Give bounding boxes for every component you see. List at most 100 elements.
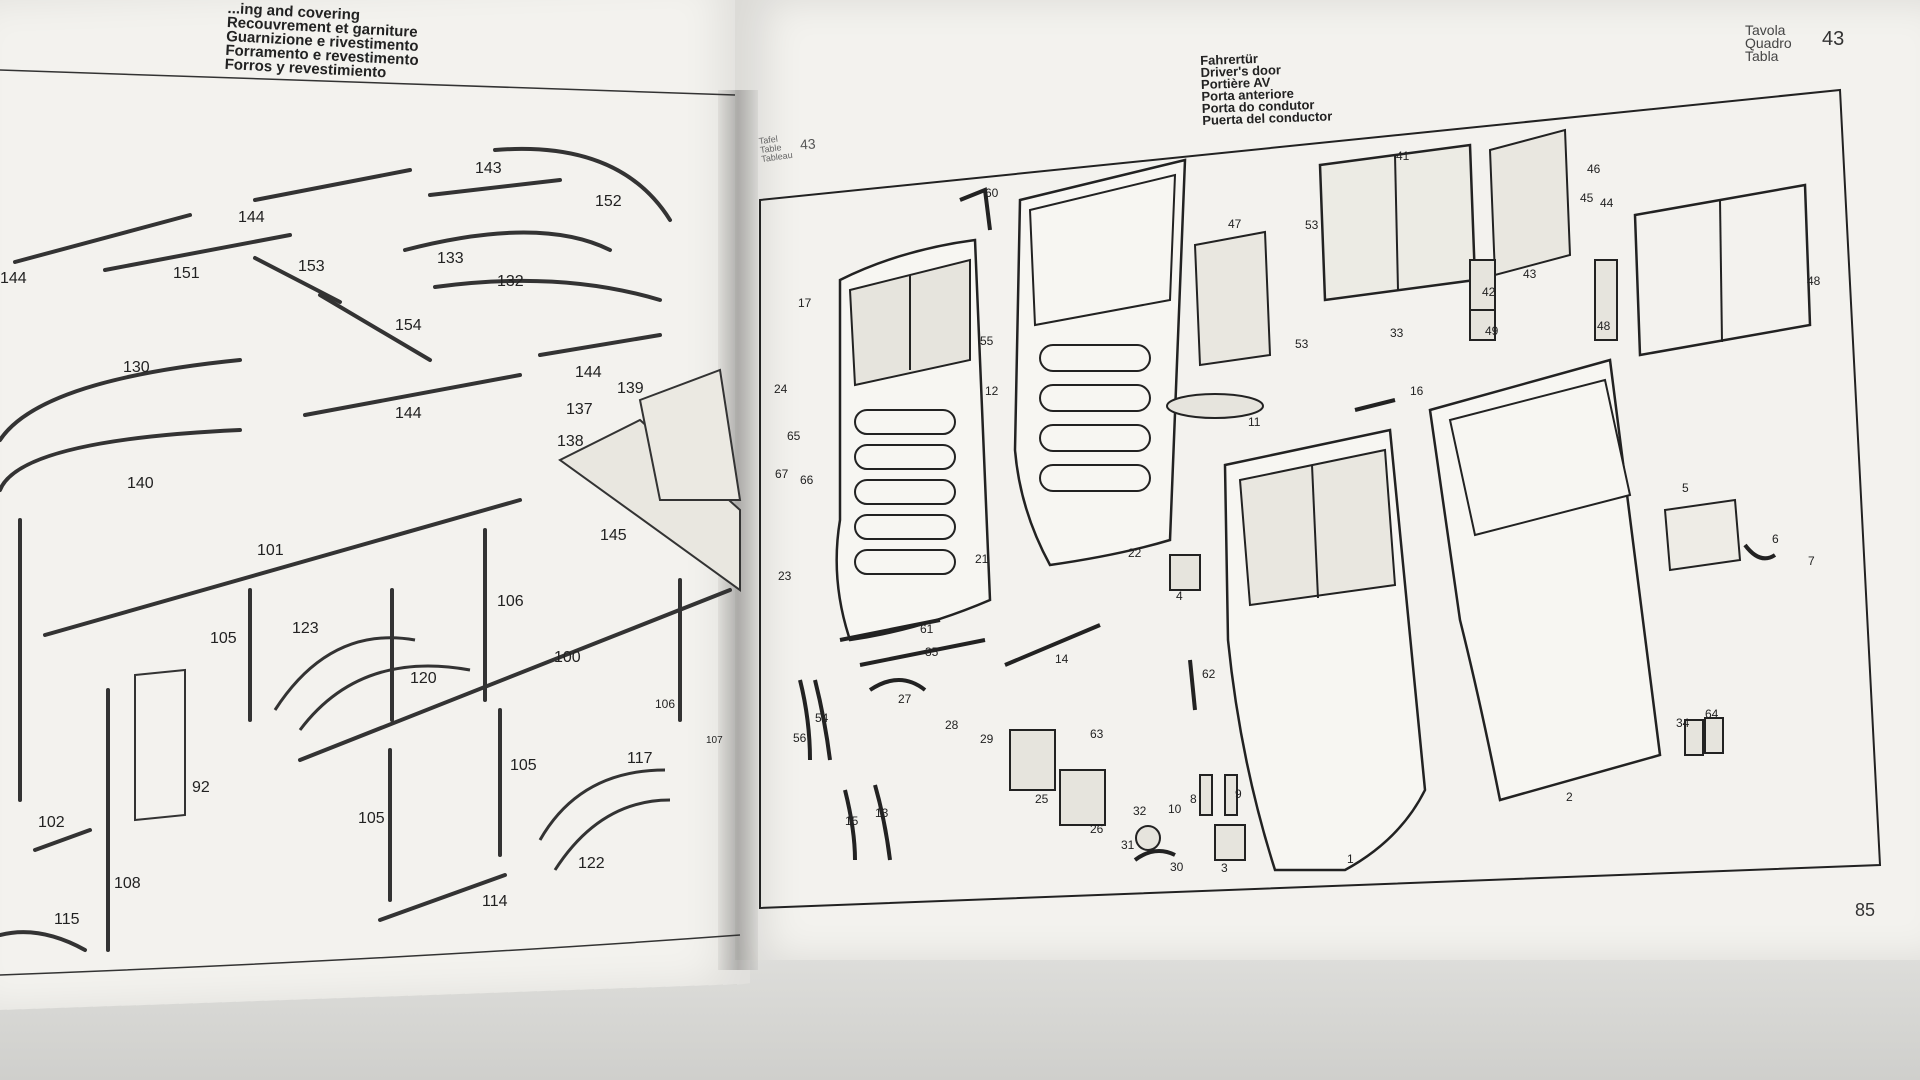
part-number-label: 62 bbox=[1202, 667, 1216, 681]
part-number-label: 105 bbox=[358, 810, 385, 827]
part-number-label: 24 bbox=[774, 382, 788, 396]
part-number-label: 115 bbox=[54, 911, 80, 928]
part-number-label: 144 bbox=[395, 405, 422, 422]
part-number-label: 33 bbox=[1390, 326, 1404, 340]
part-number-label: 61 bbox=[920, 622, 934, 636]
plate-label-line: Quadro bbox=[1745, 35, 1792, 51]
part-number-label: 46 bbox=[1587, 162, 1601, 176]
part-number-label: 7 bbox=[1808, 554, 1815, 568]
part-number-label: 100 bbox=[554, 649, 581, 666]
part-number-label: 34 bbox=[1676, 716, 1690, 730]
part-number-label: 140 bbox=[127, 475, 154, 492]
part-number-label: 108 bbox=[114, 875, 141, 892]
part-number-label: 54 bbox=[815, 711, 829, 725]
part-number-label: 152 bbox=[595, 193, 622, 210]
part-number-label: 48 bbox=[1597, 319, 1611, 333]
part-number-label: 56 bbox=[793, 731, 807, 745]
part-number-label: 49 bbox=[1485, 324, 1499, 338]
part-number-label: 4 bbox=[1176, 589, 1183, 603]
part-number-label: 6 bbox=[1772, 532, 1779, 546]
part-number-label: 42 bbox=[1482, 285, 1496, 299]
part-number-label: 63 bbox=[1090, 727, 1104, 741]
part-number-label: 153 bbox=[298, 258, 325, 275]
part-number-label: 107 bbox=[706, 735, 723, 746]
part-number-label: 114 bbox=[482, 893, 508, 910]
part-number-label: 45 bbox=[1580, 191, 1594, 205]
part-number-label: 53 bbox=[1305, 218, 1319, 232]
part-number-label: 29 bbox=[980, 732, 994, 746]
part-number-label: 138 bbox=[557, 433, 584, 450]
part-number-label: 154 bbox=[395, 317, 422, 334]
part-number-label: 133 bbox=[437, 250, 464, 267]
part-number-label: 13 bbox=[875, 806, 889, 820]
part-number-label: 11 bbox=[1248, 415, 1261, 429]
right-page-header: Fahrertür Driver's door Portière AV Port… bbox=[1200, 50, 1333, 128]
part-number-label: 35 bbox=[925, 645, 939, 659]
part-number-label: 106 bbox=[655, 697, 675, 711]
part-number-label: 145 bbox=[600, 527, 627, 544]
part-number-label: 139 bbox=[617, 380, 644, 397]
part-number-label: 8 bbox=[1190, 792, 1197, 806]
part-number-label: 30 bbox=[1170, 860, 1184, 874]
part-number-label: 101 bbox=[257, 542, 284, 559]
page-number: 85 bbox=[1855, 900, 1876, 920]
left-part-labels: 144 143 152 144 151 153 133 132 154 130 … bbox=[0, 160, 723, 928]
part-number-label: 122 bbox=[578, 855, 605, 872]
part-number-label: 65 bbox=[787, 429, 801, 443]
plate-label: Tavola Quadro Tabla bbox=[1745, 22, 1792, 64]
part-number-label: 66 bbox=[800, 473, 814, 487]
part-number-label: 17 bbox=[798, 296, 812, 310]
part-number-label: 60 bbox=[985, 186, 999, 200]
part-number-label: 5 bbox=[1682, 481, 1689, 495]
part-number-label: 137 bbox=[566, 401, 593, 418]
plate-number: 43 bbox=[1822, 28, 1845, 50]
part-number-label: 105 bbox=[510, 757, 537, 774]
part-number-label: 10 bbox=[1168, 802, 1182, 816]
part-number-label: 144 bbox=[575, 364, 602, 381]
left-page-header: ...ing and covering Recouvrement et garn… bbox=[224, 0, 421, 82]
part-number-label: 64 bbox=[1705, 707, 1719, 721]
part-number-label: 47 bbox=[1228, 217, 1242, 231]
plate-label-line: Tabla bbox=[1745, 48, 1779, 64]
part-number-label: 67 bbox=[775, 467, 789, 481]
part-number-label: 151 bbox=[173, 265, 200, 282]
part-number-label: 25 bbox=[1035, 792, 1049, 806]
part-number-label: 92 bbox=[192, 779, 210, 796]
part-number-label: 16 bbox=[1410, 384, 1424, 398]
part-number-label: 117 bbox=[627, 750, 653, 767]
part-number-label: 48 bbox=[1807, 274, 1821, 288]
part-number-label: 3 bbox=[1221, 861, 1228, 875]
right-part-labels: 60 17 24 65 67 66 23 55 12 21 22 61 35 2… bbox=[774, 149, 1821, 875]
part-number-label: 105 bbox=[210, 630, 237, 647]
part-number-label: 143 bbox=[475, 160, 502, 177]
part-number-label: 41 bbox=[1396, 149, 1410, 163]
part-number-label: 22 bbox=[1128, 546, 1142, 560]
part-number-label: 31 bbox=[1121, 838, 1135, 852]
part-number-label: 32 bbox=[1133, 804, 1147, 818]
part-number-label: 28 bbox=[945, 718, 959, 732]
part-number-label: 132 bbox=[497, 273, 524, 290]
part-number-label: 43 bbox=[1523, 267, 1537, 281]
part-number-label: 44 bbox=[1600, 196, 1614, 210]
inset-plate-label: Tafel Table Tableau bbox=[758, 133, 793, 164]
part-number-label: 106 bbox=[497, 593, 524, 610]
part-number-label: 9 bbox=[1235, 787, 1242, 801]
part-number-label: 2 bbox=[1566, 790, 1573, 804]
part-number-label: 12 bbox=[985, 384, 999, 398]
inset-plate-number: 43 bbox=[799, 135, 817, 153]
part-number-label: 55 bbox=[980, 334, 994, 348]
part-number-label: 14 bbox=[1055, 652, 1069, 666]
part-number-label: 123 bbox=[292, 620, 319, 637]
plate-label-line: Tavola bbox=[1745, 22, 1786, 38]
part-number-label: 120 bbox=[410, 670, 437, 687]
part-number-label: 130 bbox=[123, 359, 150, 376]
part-number-label: 144 bbox=[238, 209, 265, 226]
part-number-label: 23 bbox=[778, 569, 792, 583]
part-number-label: 144 bbox=[0, 270, 27, 287]
part-number-label: 26 bbox=[1090, 822, 1104, 836]
part-number-label: 102 bbox=[38, 814, 65, 831]
part-number-label: 21 bbox=[975, 552, 989, 566]
part-number-label: 27 bbox=[898, 692, 912, 706]
part-number-label: 53 bbox=[1295, 337, 1309, 351]
